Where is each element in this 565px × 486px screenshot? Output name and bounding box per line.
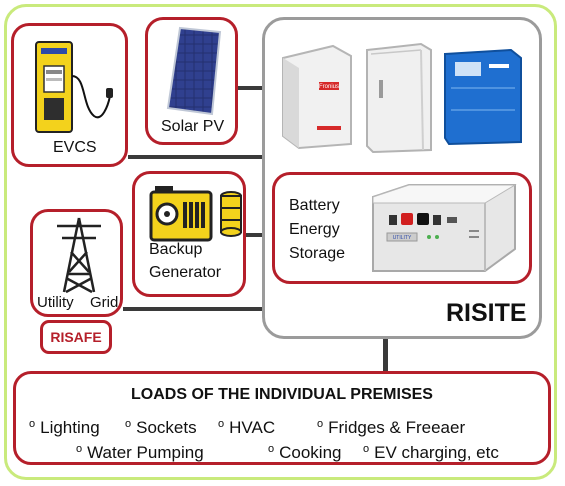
solar-pv-label: Solar PV: [161, 118, 225, 135]
battery-storage-node: Battery Energy Storage UTILITY: [272, 172, 532, 284]
wire-backup: [246, 233, 264, 237]
hybrid-inverter-icon: Fronius: [282, 44, 352, 150]
battery-rack-icon: UTILITY: [372, 184, 517, 272]
transmission-tower-icon: [57, 217, 101, 294]
loads-title: LOADS OF THE INDIVIDUAL PREMISES: [131, 386, 433, 403]
wire-solar: [238, 86, 264, 90]
backup-label-line1: Backup: [149, 241, 203, 258]
backup-generator-node: Backup Generator: [132, 171, 246, 297]
battery-label-line3: Storage: [289, 245, 346, 262]
wire-evcs: [128, 155, 264, 159]
solar-pv-node: Solar PV: [145, 17, 238, 145]
ev-charger-icon: [35, 41, 113, 133]
evcs-label: EVCS: [53, 139, 97, 156]
blue-inverter-icon: [444, 48, 522, 146]
utility-label: Utility: [37, 294, 74, 311]
evcs-node: EVCS: [11, 23, 128, 167]
backup-label-line2: Generator: [149, 264, 222, 281]
wire-grid: [123, 307, 264, 311]
solar-panel-icon: [166, 26, 222, 116]
control-cabinet-icon: [366, 42, 432, 154]
battery-label-line2: Energy: [289, 221, 340, 238]
risite-title: RISITE: [446, 299, 527, 327]
battery-label-line1: Battery: [289, 197, 340, 214]
battery-brand-text: UTILITY: [393, 235, 412, 241]
inverter-brand-text: Fronius: [319, 84, 339, 90]
wire-loads: [383, 339, 388, 371]
generator-icon: [149, 186, 242, 242]
grid-label: Grid: [90, 294, 119, 311]
utility-grid-node: Utility Grid: [30, 209, 123, 317]
risafe-badge: RISAFE: [40, 320, 112, 354]
risite-container: Fronius Battery Energy Storage UTILI: [262, 17, 542, 339]
